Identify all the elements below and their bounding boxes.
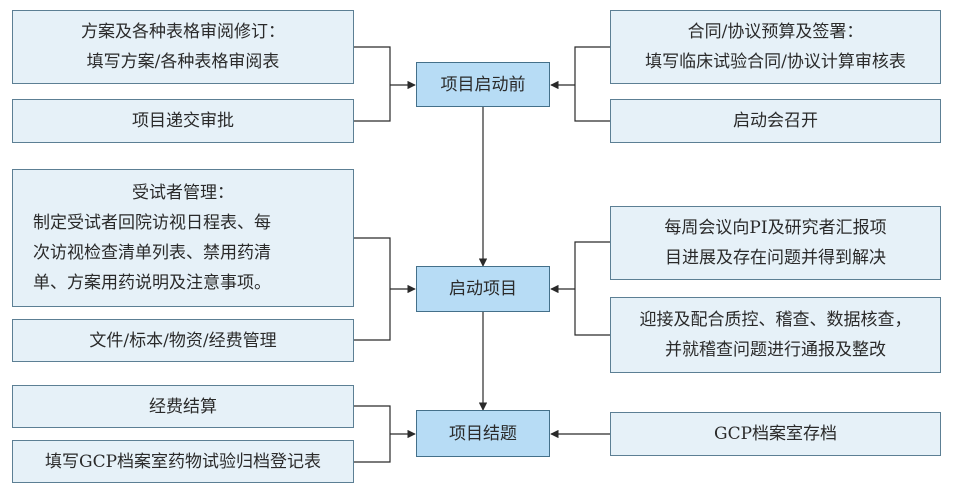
archive-form-box: 填写GCP档案室药物试验归档登记表: [12, 440, 354, 483]
kickoff-box: 启动会召开: [610, 99, 941, 143]
connector-right-mid-bottom: [574, 289, 610, 336]
plan-review-line1: 方案及各种表格审阅修订：: [81, 22, 285, 42]
subject-mgmt-line2: 制定受试者回院访视日程表、每: [33, 213, 271, 233]
stage-project-closure-label: 项目结题: [449, 423, 517, 444]
connector-left-bottom: [354, 85, 391, 122]
qc-audit-box: 迎接及配合质控、稽查、数据核查， 并就稽查问题进行通报及整改: [610, 297, 941, 373]
gcp-archive-box: GCP档案室存档: [610, 412, 941, 456]
weekly-line2: 目进展及存在问题并得到解决: [665, 248, 886, 268]
doc-management-box: 文件/标本/物资/经费管理: [12, 319, 354, 362]
stage-before-start-label: 项目启动前: [440, 74, 526, 95]
contract-line1: 合同/协议预算及签署：: [687, 22, 864, 42]
stage-project-closure: 项目结题: [416, 410, 550, 457]
weekly-line1: 每周会议向PI及研究者汇报项: [664, 218, 887, 238]
qc-line2: 并就稽查问题进行通报及整改: [665, 340, 886, 360]
subject-mgmt-line3: 次访视检查清单列表、禁用药清: [33, 243, 271, 263]
stage-start-project-label: 启动项目: [449, 279, 517, 299]
settlement-box: 经费结算: [12, 385, 354, 428]
archive-form-label: 填写GCP档案室药物试验归档登记表: [44, 451, 322, 472]
contract-box: 合同/协议预算及签署： 填写临床试验合同/协议计算审核表: [610, 10, 941, 84]
doc-management-label: 文件/标本/物资/经费管理: [89, 330, 277, 351]
connector-right-bottom: [574, 85, 610, 122]
subject-mgmt-line1: 受试者管理：: [132, 183, 234, 203]
connector-left-low-top: [354, 405, 391, 434]
connector-left-top: [354, 46, 391, 85]
stage-start-project: 启动项目: [416, 266, 550, 312]
plan-review-box: 方案及各种表格审阅修订： 填写方案/各种表格审阅表: [12, 10, 354, 84]
settlement-label: 经费结算: [149, 396, 217, 417]
submit-approval-label: 项目递交审批: [132, 111, 234, 131]
gcp-archive-label: GCP档案室存档: [713, 424, 838, 444]
connector-right-mid-top: [574, 241, 610, 289]
weekly-meeting-box: 每周会议向PI及研究者汇报项 目进展及存在问题并得到解决: [610, 206, 941, 280]
submit-approval-box: 项目递交审批: [12, 99, 354, 143]
kickoff-label: 启动会召开: [733, 111, 818, 131]
subject-management-box: 受试者管理： 制定受试者回院访视日程表、每 次访视检查清单列表、禁用药清 单、方…: [12, 169, 354, 307]
contract-line2: 填写临床试验合同/协议计算审核表: [645, 52, 906, 72]
connector-left-low-bottom: [354, 434, 391, 463]
qc-line1: 迎接及配合质控、稽查、数据核查，: [639, 310, 912, 330]
connector-right-top: [574, 46, 610, 85]
plan-review-line2: 填写方案/各种表格审阅表: [86, 52, 280, 72]
connector-left-mid-top: [354, 237, 391, 289]
stage-before-start: 项目启动前: [416, 62, 550, 107]
connector-left-mid-bottom: [354, 289, 391, 341]
subject-mgmt-line4: 单、方案用药说明及注意事项。: [33, 273, 271, 293]
